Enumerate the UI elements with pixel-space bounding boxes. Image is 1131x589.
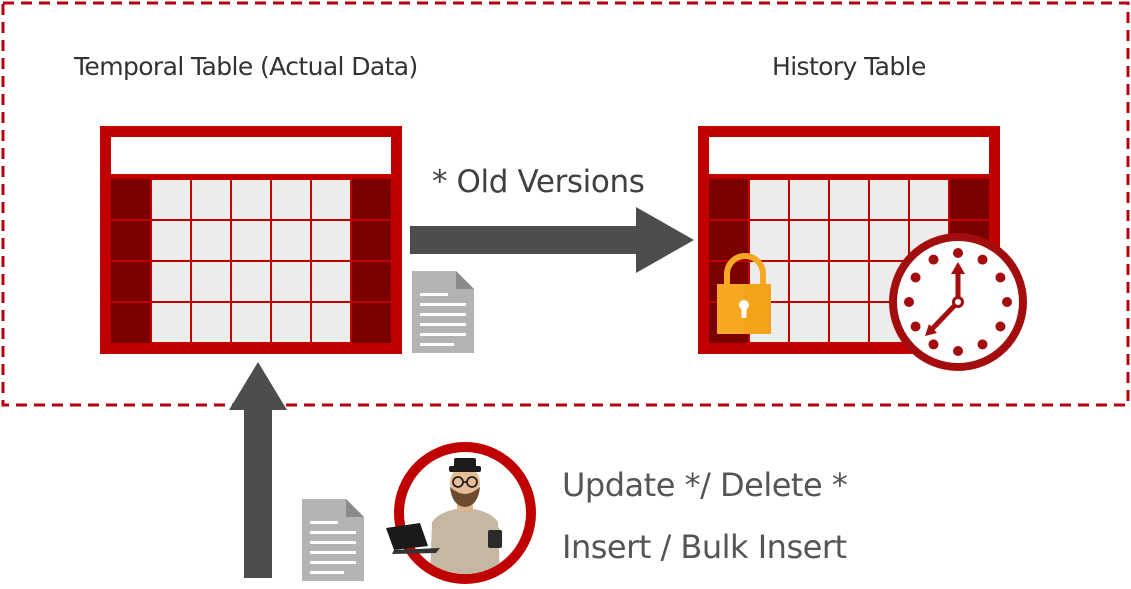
laptop-icon [386, 523, 440, 554]
history-table-label: History Table [772, 52, 926, 81]
insert-bulk-label: Insert / Bulk Insert [562, 528, 847, 566]
mug-icon [488, 530, 502, 548]
old-versions-label: * Old Versions [432, 164, 645, 200]
update-delete-label: Update */ Delete * [562, 466, 848, 504]
temporal-table-label: Temporal Table (Actual Data) [74, 52, 418, 81]
